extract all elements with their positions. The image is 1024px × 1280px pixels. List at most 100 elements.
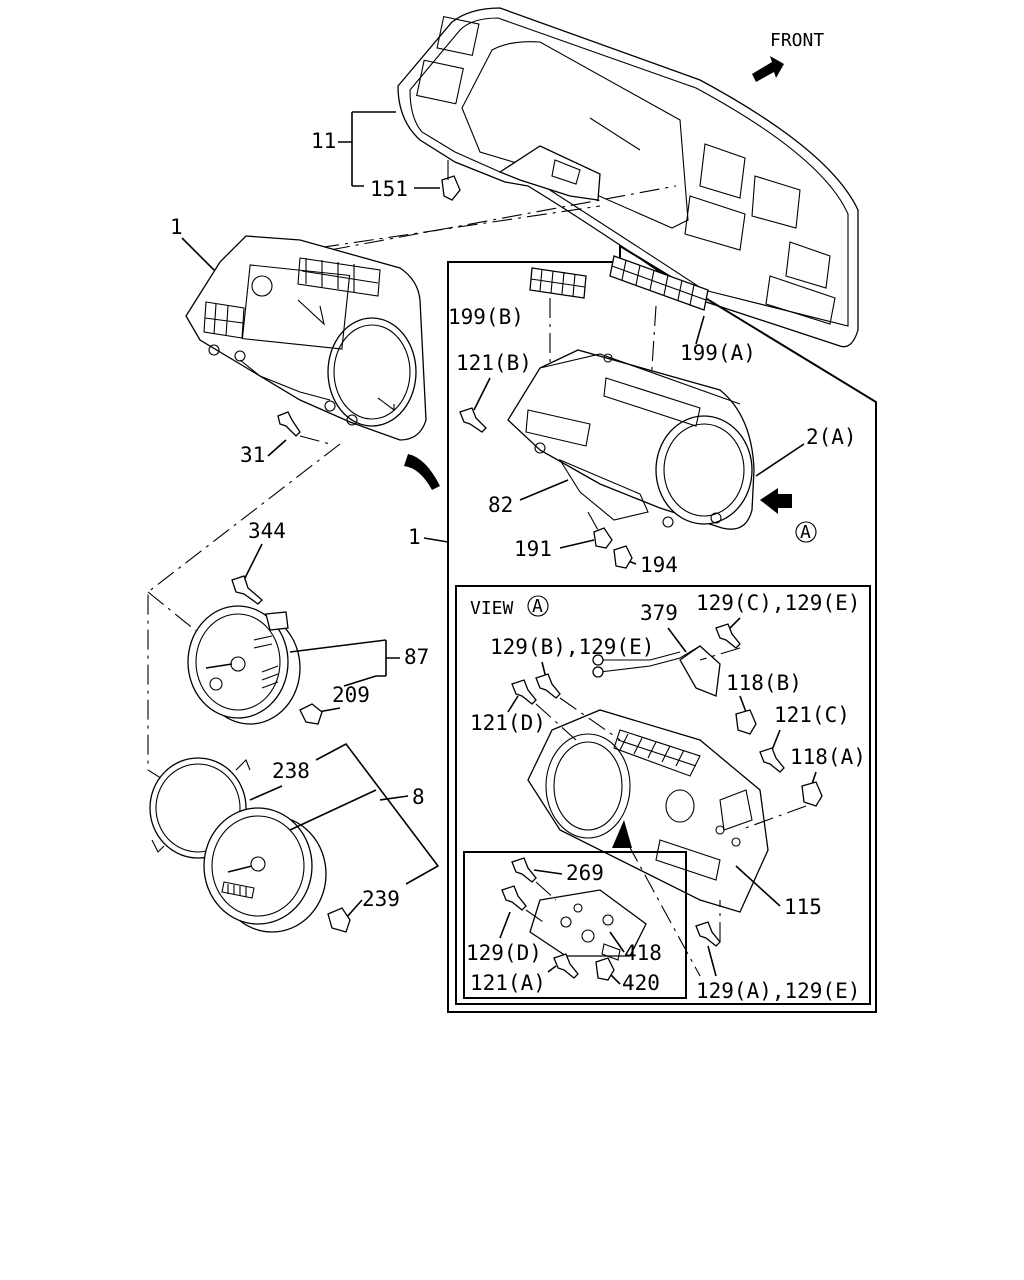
part-label-118b: 118(B) [726, 671, 802, 695]
screw-121b-icon [459, 407, 487, 433]
callout-379: 379 [592, 601, 721, 697]
inner-detail-box-outline [463, 851, 687, 999]
view-a-title: VIEW A [470, 595, 549, 619]
part-label-191: 191 [514, 537, 552, 561]
view-direction-arrow-icon [404, 454, 440, 490]
socket-239-icon [327, 907, 351, 933]
view-a-box-outline [455, 585, 871, 1005]
socket-118a-icon [801, 781, 823, 807]
part-label-11: 11 [311, 129, 336, 153]
callout-129d: 129(D) [466, 885, 547, 965]
callout-420: 420 [595, 957, 660, 995]
callout-129ae: 129(A),129(E) [627, 843, 860, 1003]
part-label-238: 238 [272, 759, 310, 783]
callout-118b: 118(B) [726, 671, 802, 735]
screw-129be-icon [535, 673, 561, 699]
front-direction-indicator: FRONT [752, 30, 824, 82]
part-label-115: 115 [784, 895, 822, 919]
callout-191: 191 [514, 511, 613, 561]
callout-82: 82 [488, 479, 569, 517]
screw-121d-icon [511, 679, 537, 705]
callout-121b: 121(B) [456, 351, 532, 433]
part-label-121c: 121(C) [774, 703, 850, 727]
view-a-letter: A [532, 596, 543, 617]
callout-121d: 121(D) [470, 679, 577, 741]
harness-379-icon [679, 645, 721, 697]
screw-121c-icon [759, 747, 785, 773]
part-label-199a: 199(A) [680, 341, 756, 365]
switch-block-199a [609, 255, 709, 311]
socket-209-icon [299, 703, 323, 725]
pointer-triangle-icon [612, 820, 632, 848]
callout-1-main: 1 [170, 215, 215, 271]
callout-view-a-marker: A [795, 521, 817, 543]
part-label-239: 239 [362, 887, 400, 911]
part-label-2a: 2(A) [806, 425, 857, 449]
view-a-word: VIEW [470, 598, 514, 619]
part-label-194: 194 [640, 553, 678, 577]
dashboard-panel-part-11 [397, 7, 859, 348]
part-label-118a: 118(A) [790, 745, 866, 769]
front-arrow-icon [752, 56, 784, 82]
part-label-269: 269 [566, 861, 604, 885]
callout-31: 31 [240, 411, 331, 467]
socket-194-icon [613, 545, 633, 569]
view-a-marker-letter: A [800, 522, 811, 543]
callout-121a: 121(A) [470, 953, 579, 995]
callout-1-detail: 1 [408, 525, 449, 549]
part-label-418: 418 [624, 941, 662, 965]
screw-31-icon [277, 411, 301, 437]
callout-238: 238 [249, 759, 310, 801]
part-label-379: 379 [640, 601, 678, 625]
screw-129ae-icon [695, 921, 721, 947]
part-label-420: 420 [622, 971, 660, 995]
screw-344-icon [231, 575, 263, 605]
cluster-assembly-part-1 [185, 235, 427, 441]
part-label-344: 344 [248, 519, 286, 543]
part-label-1-detail: 1 [408, 525, 421, 549]
callout-269: 269 [511, 857, 604, 901]
part-label-82: 82 [488, 493, 513, 517]
screw-269-icon [511, 857, 537, 883]
part-label-8: 8 [412, 785, 425, 809]
callout-87: 87 [289, 639, 429, 687]
view-a-arrow-icon [760, 488, 792, 514]
meter-body-part-8 [203, 807, 327, 933]
callout-209: 209 [299, 683, 370, 725]
part-label-121b: 121(B) [456, 351, 532, 375]
part-label-129d: 129(D) [466, 941, 542, 965]
socket-118b-icon [735, 709, 757, 735]
callout-2a: 2(A) [755, 425, 857, 477]
front-label: FRONT [770, 30, 824, 51]
part-label-1-main: 1 [170, 215, 183, 239]
screw-121a-icon [553, 953, 579, 979]
screw-129ce-icon [715, 623, 741, 649]
printed-circuit-board-part-115 [527, 709, 769, 913]
callout-199a: 199(A) [680, 315, 756, 365]
switch-block-199b [529, 267, 587, 299]
callout-199b: 199(B) [448, 305, 524, 329]
part-label-129ae: 129(A),129(E) [696, 979, 860, 1003]
part-label-121d: 121(D) [470, 711, 546, 735]
part-label-87: 87 [404, 645, 429, 669]
part-label-129ce: 129(C),129(E) [696, 591, 860, 615]
part-label-129be: 129(B),129(E) [490, 635, 654, 659]
callout-344: 344 [231, 519, 286, 605]
bulb-191-icon [593, 527, 613, 549]
callout-418: 418 [609, 931, 662, 965]
callout-129ce: 129(C),129(E) [696, 591, 860, 661]
callout-151: 151 [370, 160, 461, 201]
callout-121c: 121(C) [759, 703, 850, 773]
bracket-part-418 [529, 889, 647, 961]
callout-115: 115 [735, 865, 822, 919]
clip-151-icon [441, 175, 461, 201]
callout-118a: 118(A) [739, 745, 866, 831]
cluster-housing-part-2a [507, 349, 755, 530]
part-label-209: 209 [332, 683, 370, 707]
screw-129d-icon [501, 885, 527, 911]
callout-11: 11 [311, 111, 396, 187]
part-label-121a: 121(A) [470, 971, 546, 995]
callout-194: 194 [613, 545, 678, 577]
callout-239: 239 [327, 887, 400, 933]
